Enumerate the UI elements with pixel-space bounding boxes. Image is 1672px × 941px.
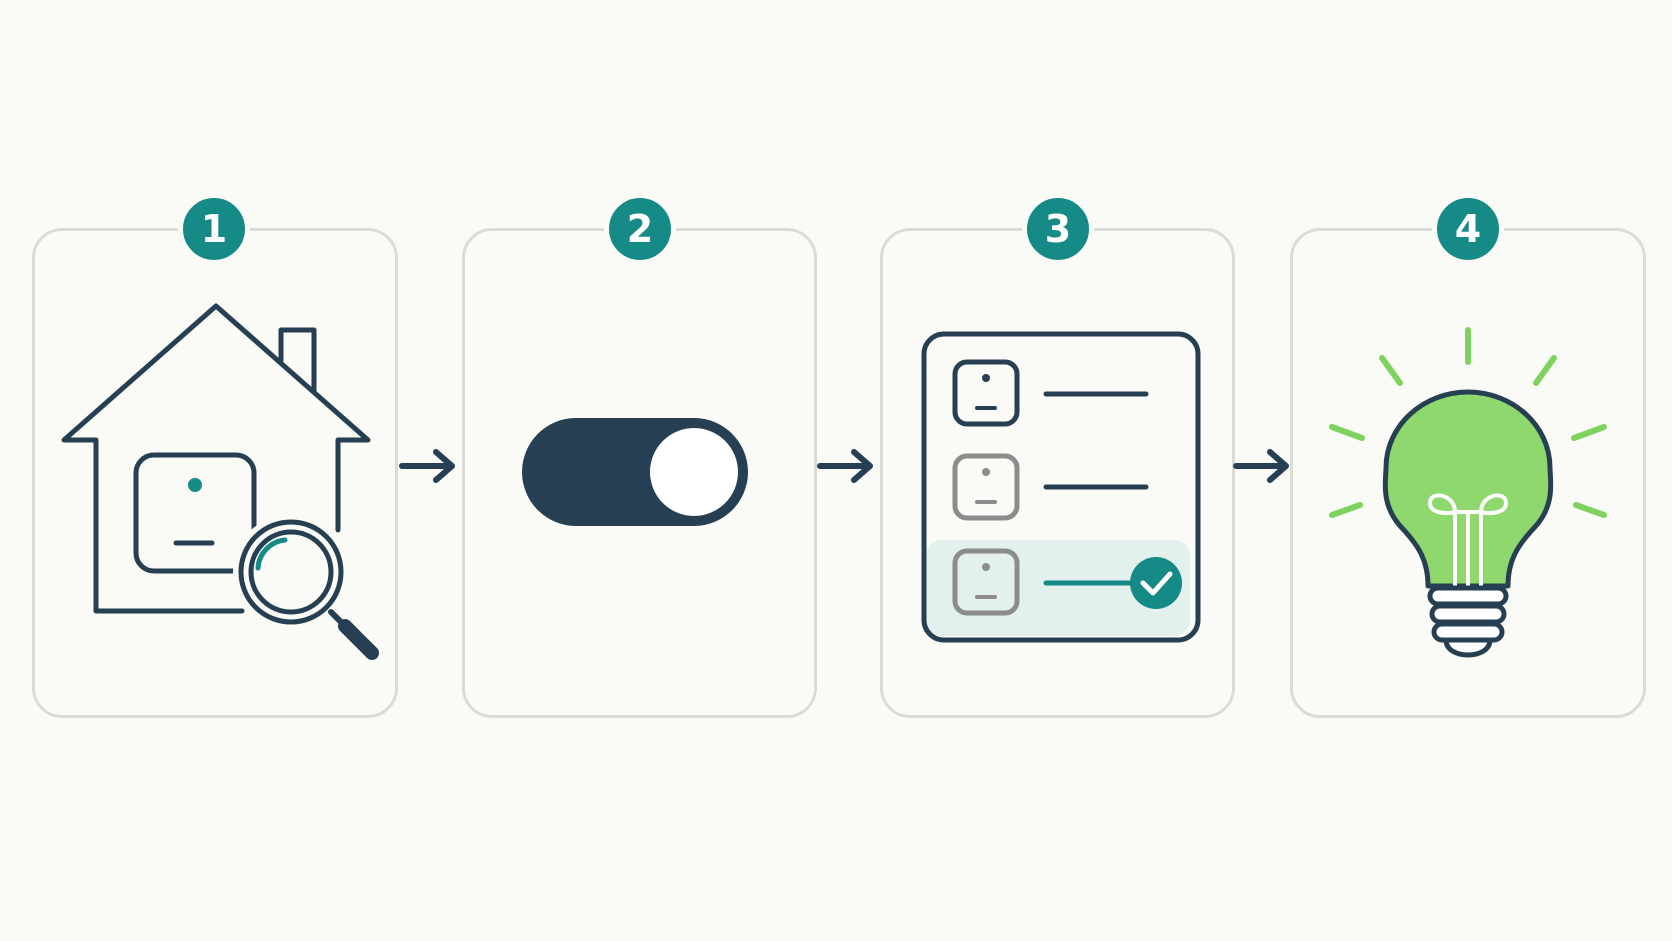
toggle-switch-icon <box>522 418 748 526</box>
house-search-icon <box>61 303 379 660</box>
arrow-right-icon <box>399 449 455 483</box>
arrow-right-icon <box>1233 449 1289 483</box>
step-card-3 <box>880 228 1235 718</box>
arrow-right-icon <box>817 449 873 483</box>
step-badge-4: 4 <box>1432 193 1504 265</box>
step-badge-3: 3 <box>1022 193 1094 265</box>
lightbulb-icon <box>1329 327 1607 658</box>
checklist-icon <box>921 331 1201 643</box>
step-badge-1: 1 <box>178 193 250 265</box>
step-badge-2: 2 <box>604 193 676 265</box>
